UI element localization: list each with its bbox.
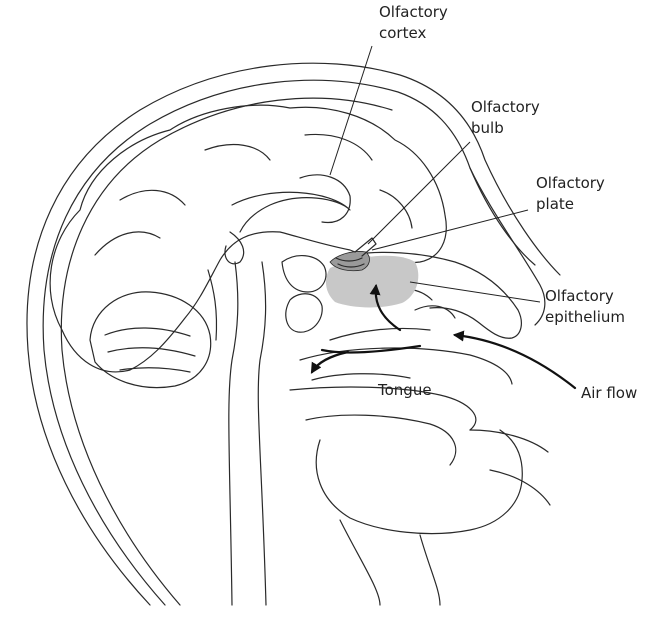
- label-olfactory-cortex-line2: cortex: [379, 24, 426, 42]
- label-olfactory-plate-line1: Olfactory: [536, 174, 605, 192]
- cerebellum: [90, 292, 211, 388]
- label-olfactory-cortex-line1: Olfactory: [379, 3, 448, 21]
- brainstem: [208, 262, 266, 605]
- label-olfactory-bulb-line2: bulb: [471, 119, 504, 137]
- label-olfactory-plate-line2: plate: [536, 195, 574, 213]
- label-olfactory-epithelium-line1: Olfactory: [545, 287, 614, 305]
- label-olfactory-bulb-line1: Olfactory: [471, 98, 540, 116]
- cerebrum: [50, 105, 446, 372]
- label-tongue: Tongue: [377, 381, 432, 399]
- leader-olfactory-epithelium: [410, 282, 540, 302]
- label-olfactory-epithelium-line2: epithelium: [545, 308, 625, 326]
- sphenoid-region: [282, 256, 326, 333]
- label-air-flow: Air flow: [581, 384, 637, 402]
